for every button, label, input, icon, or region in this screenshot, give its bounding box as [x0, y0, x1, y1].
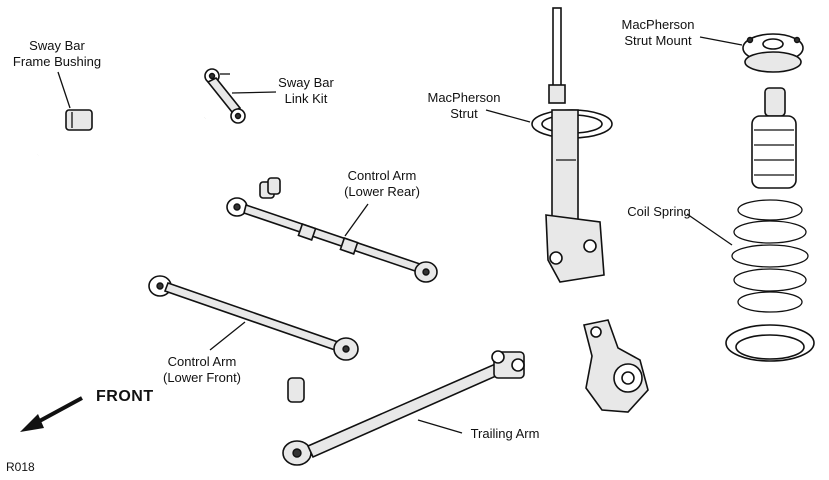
label-line-2: Strut: [450, 106, 478, 121]
control-arm-lower-rear: [226, 177, 438, 283]
strut-mount: [742, 33, 804, 73]
macpherson-strut: [531, 7, 613, 283]
trailing-arm: [282, 350, 525, 466]
label-line-2: Strut Mount: [624, 33, 692, 48]
label-strut-mount: MacPherson Strut Mount: [612, 17, 704, 49]
label-line-2: Frame Bushing: [12, 54, 102, 69]
steering-knuckle: [583, 319, 649, 413]
sway-bar: [37, 109, 206, 175]
spring-seat: [725, 324, 815, 362]
label-control-arm-lower-front: Control Arm (Lower Front): [152, 354, 252, 386]
label-sway-bar-link-kit: Sway Bar Link Kit: [272, 75, 340, 107]
label-line-2: (Lower Front): [162, 370, 242, 385]
label-line-1: Sway Bar: [29, 38, 85, 53]
label-sway-bar-frame-bushing: Sway Bar Frame Bushing: [5, 38, 109, 70]
front-direction-label: FRONT: [96, 388, 154, 405]
bump-stop-boot: [751, 87, 797, 189]
label-line-2: Link Kit: [284, 91, 328, 106]
coil-spring: [731, 199, 809, 313]
label-line-1: Control Arm: [167, 354, 237, 369]
label-control-arm-lower-rear: Control Arm (Lower Rear): [336, 168, 428, 200]
label-line-1: Control Arm: [347, 168, 417, 183]
figure-code: R018: [6, 460, 35, 474]
control-arm-lower-front: [148, 275, 359, 403]
label-trailing-arm: Trailing Arm: [464, 426, 546, 442]
label-line-2: (Lower Rear): [344, 184, 420, 199]
front-arrow-icon: [20, 396, 83, 432]
label-line-1: MacPherson: [621, 17, 695, 32]
label-coil-spring: Coil Spring: [622, 204, 696, 220]
label-line-1: Coil Spring: [627, 204, 691, 219]
label-line-1: Trailing Arm: [470, 426, 540, 441]
label-macpherson-strut: MacPherson Strut: [418, 90, 510, 122]
frame-bushing: [65, 109, 93, 131]
leader-lines: [57, 36, 743, 434]
label-line-1: Sway Bar: [278, 75, 334, 90]
sway-bar-link: [204, 68, 246, 124]
label-line-1: MacPherson: [427, 90, 501, 105]
